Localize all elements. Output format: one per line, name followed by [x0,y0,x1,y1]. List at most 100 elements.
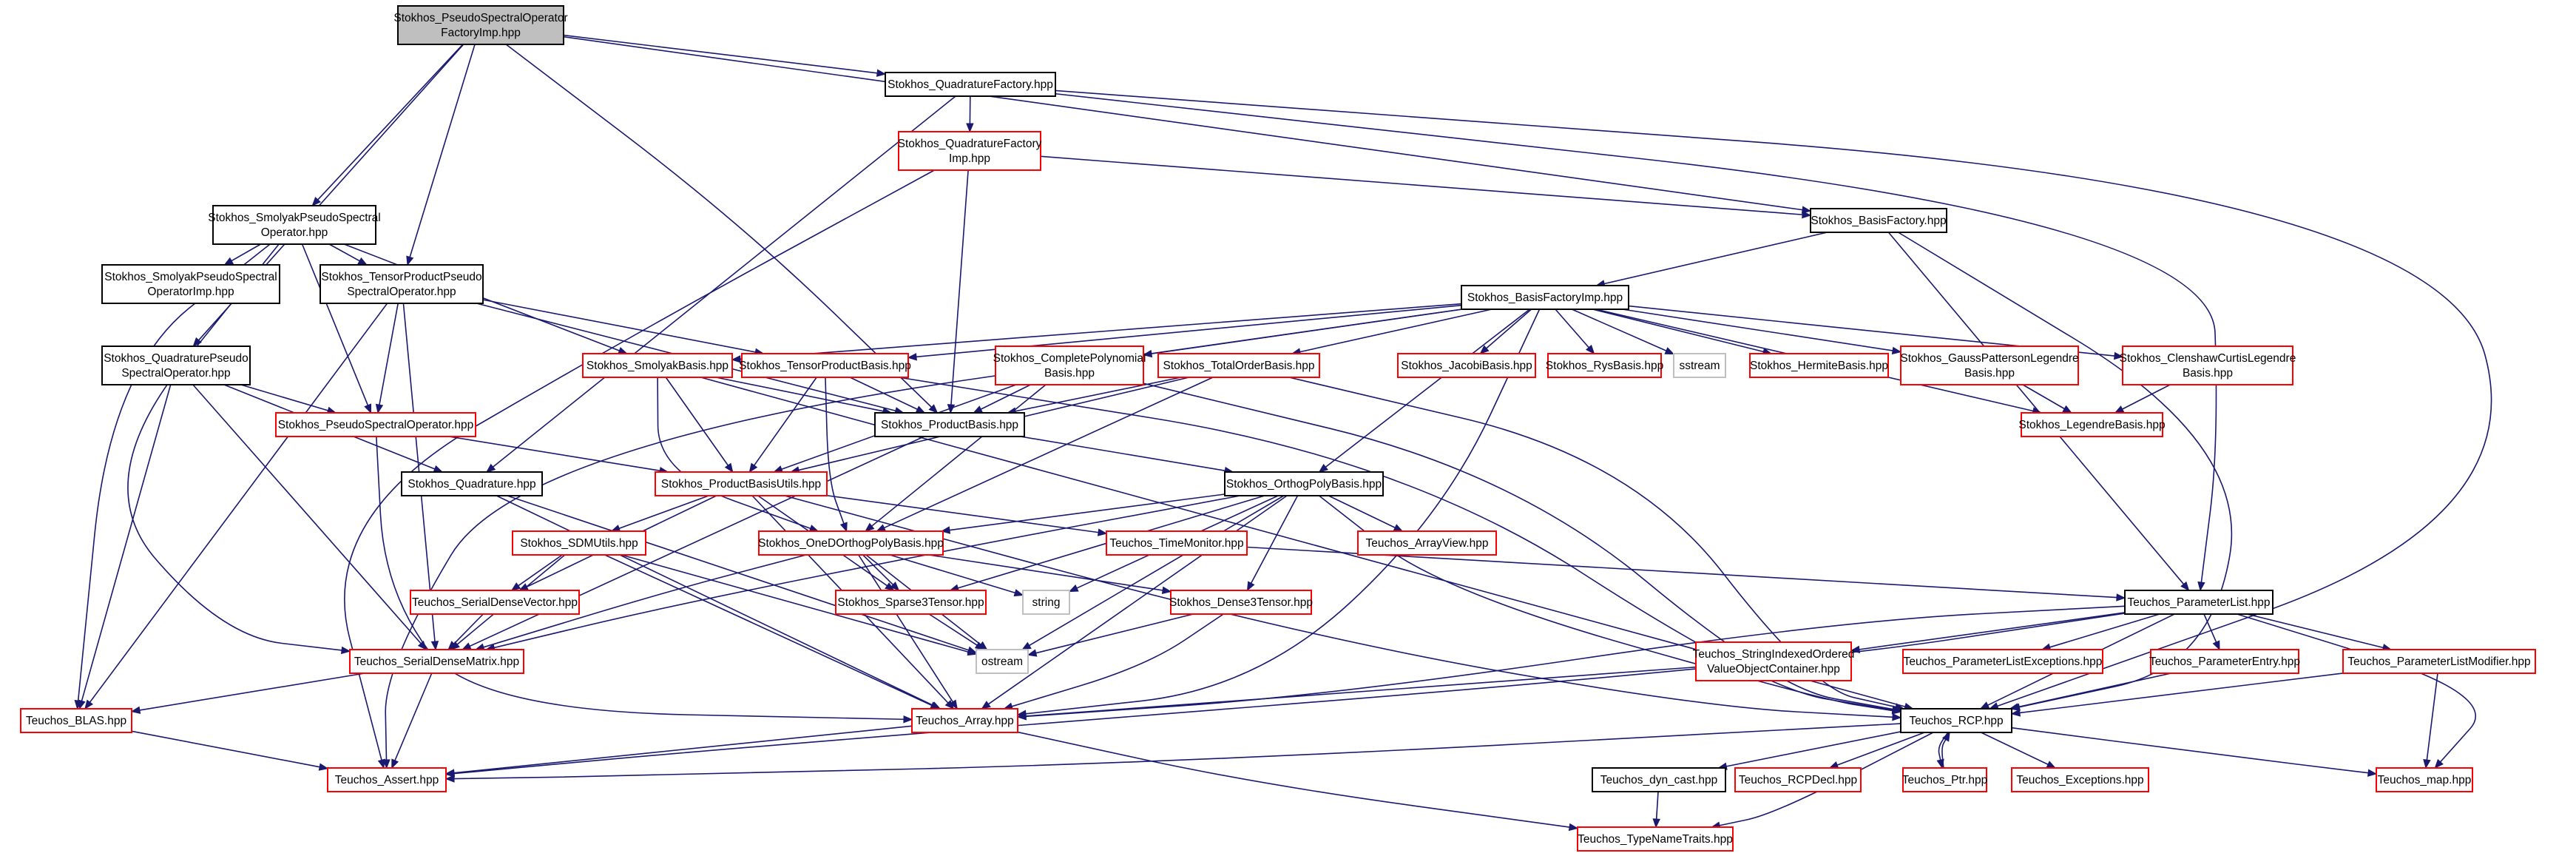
edge-arrowhead [907,353,917,361]
node-parameterentry[interactable]: Teuchos_ParameterEntry.hpp [2149,649,2300,674]
edge-arrowhead [1979,701,1990,710]
edge-line [1938,732,1949,761]
node-dyncast[interactable]: Teuchos_dyn_cast.hpp [1592,767,1726,792]
node-array[interactable]: Teuchos_Array.hpp [911,708,1018,733]
edge-completepoly-to-productbasis [973,384,1031,414]
node-root[interactable]: Stokhos_PseudoSpectralOperatorFactoryImp… [393,5,568,45]
edge-line [448,436,660,472]
edge-line [2018,673,2171,708]
edge-ptr-to-rcp [1941,731,1950,769]
node-jacobi[interactable]: Stokhos_JacobiBasis.hpp [1397,353,1536,378]
edge-arrowhead [1891,707,1902,715]
edge-line [376,436,905,721]
edge-arrowhead [192,337,202,347]
edge-parameterlist-to-map [2237,613,2476,769]
node-productbasis[interactable]: Stokhos_ProductBasis.hpp [874,412,1025,437]
edge-arrowhead [2212,640,2220,651]
node-dense3[interactable]: Stokhos_Dense3Tensor.hpp [1169,590,1313,615]
node-quadrature[interactable]: Stokhos_Quadrature.hpp [401,471,543,496]
edge-line [1055,92,2217,583]
node-exceptions[interactable]: Teuchos_Exceptions.hpp [2011,767,2149,792]
edge-serialdensematrix-to-assert [391,673,433,769]
node-quadpso[interactable]: Stokhos_QuadraturePseudoSpectralOperator… [101,346,251,385]
edge-basisfactoryimp-to-smolyakbasis [731,303,1462,363]
node-smolyakbasis[interactable]: Stokhos_SmolyakBasis.hpp [582,353,733,378]
node-smolyakpsoimp[interactable]: Stokhos_SmolyakPseudoSpectralOperatorImp… [101,264,280,304]
node-basisfactoryimp[interactable]: Stokhos_BasisFactoryImp.hpp [1461,285,1629,310]
node-orthopoly[interactable]: Stokhos_OrthogPolyBasis.hpp [1224,471,1384,496]
edge-line [1981,732,2049,765]
node-quadfactory[interactable]: Stokhos_QuadratureFactory.hpp [885,72,1056,97]
node-productbasisutils[interactable]: Stokhos_ProductBasisUtils.hpp [655,471,828,496]
node-rcp[interactable]: Teuchos_RCP.hpp [1900,708,2012,733]
node-label: Stokhos_TensorProductPseudo [321,271,481,283]
edge-arrowhead [981,701,991,710]
edge-arrowhead [433,465,444,473]
edge-arrowhead [1652,818,1660,829]
node-sparse3[interactable]: Stokhos_Sparse3Tensor.hpp [835,590,987,615]
edge-basisfactoryimp-to-rys [1555,309,1595,354]
edge-serialdensevector-to-serialdensematrix [447,613,484,650]
node-assert[interactable]: Teuchos_Assert.hpp [327,767,447,792]
node-tensorbasis[interactable]: Stokhos_TensorProductBasis.hpp [739,353,911,378]
edge-arrowhead [966,123,974,133]
node-rys[interactable]: Stokhos_RysBasis.hpp [1546,353,1663,378]
node-pso[interactable]: Stokhos_PseudoSpectralOperator.hpp [275,412,476,437]
node-ptr[interactable]: Teuchos_Ptr.hpp [1902,767,1987,792]
edge-line [2237,613,2476,763]
node-label: Teuchos_Exceptions.hpp [2016,774,2143,786]
edge-line [862,554,894,585]
node-plmodifier[interactable]: Teuchos_ParameterListModifier.hpp [2342,649,2536,674]
node-oned[interactable]: Stokhos_OneDOrthogPolyBasis.hpp [758,530,944,556]
edge-line [1025,666,1697,717]
node-serialdensematrix[interactable]: Teuchos_SerialDenseMatrix.hpp [349,649,524,674]
node-smolyakpso[interactable]: Stokhos_SmolyakPseudoSpectralOperator.hp… [208,205,381,245]
node-box [741,353,909,378]
edge-orthopoly-to-dense3 [1246,495,1299,592]
node-label: ValueObjectContainer.hpp [1707,663,1840,675]
edge-array-to-assert [444,725,913,777]
edge-arrowhead [364,403,371,414]
edge-basisfactoryimp-to-sstream [1572,309,1675,355]
node-totalorder[interactable]: Stokhos_TotalOrderBasis.hpp [1157,353,1320,378]
edge-parameterlist-to-assert [444,613,2126,778]
node-label: Stokhos_Sparse3Tensor.hpp [837,596,984,609]
node-tensorpso[interactable]: Stokhos_TensorProductPseudoSpectralOpera… [320,264,484,304]
node-typenametraits[interactable]: Teuchos_TypeNameTraits.hpp [1577,826,1734,852]
edge-arrowhead [1068,584,1079,593]
node-basisfactory[interactable]: Stokhos_BasisFactory.hpp [1810,208,1947,233]
edge-arrowhead [2367,769,2378,777]
node-hermite[interactable]: Stokhos_HermiteBasis.hpp [1749,353,1889,378]
node-box [2124,590,2274,615]
node-stringindexed[interactable]: Teuchos_StringIndexedOrderedValueObjectC… [1693,641,1855,681]
edge-arrowhead [1892,713,1902,721]
node-blas[interactable]: Teuchos_BLAS.hpp [20,708,132,733]
node-arrayview[interactable]: Teuchos_ArrayView.hpp [1357,530,1497,556]
node-timemonitor[interactable]: Teuchos_TimeMonitor.hpp [1106,530,1248,556]
edge-tensorbasis-to-productbasisutils [748,377,817,474]
node-box [20,708,132,733]
node-label: Stokhos_PseudoSpectralOperator.hpp [278,419,474,431]
edge-line [715,377,884,412]
node-label: sstream [1679,360,1720,372]
edge-arrowhead [839,522,848,533]
node-box [1170,590,1312,615]
node-serialdensevector[interactable]: Teuchos_SerialDenseVector.hpp [410,590,580,615]
node-parameterlist[interactable]: Teuchos_ParameterList.hpp [2124,590,2274,615]
edge-parameterlist-to-stringindexed [1850,612,2126,654]
node-sdmutils[interactable]: Stokhos_SDMUtils.hpp [512,530,646,556]
node-map[interactable]: Teuchos_map.hpp [2376,767,2473,792]
node-rcpdecl[interactable]: Teuchos_RCPDecl.hpp [1734,767,1862,792]
edge-quadfactoryimp-to-assert [344,169,935,769]
edge-line [518,554,563,587]
node-legendre[interactable]: Stokhos_LegendreBasis.hpp [2018,412,2166,437]
node-plexceptions[interactable]: Teuchos_ParameterListExceptions.hpp [1902,649,2103,674]
edge-arrowhead [377,758,385,769]
edge-basisfactory-to-parameterlist [1887,232,2190,592]
edge-root-to-productbasis [505,44,939,414]
edge-line [89,303,388,703]
